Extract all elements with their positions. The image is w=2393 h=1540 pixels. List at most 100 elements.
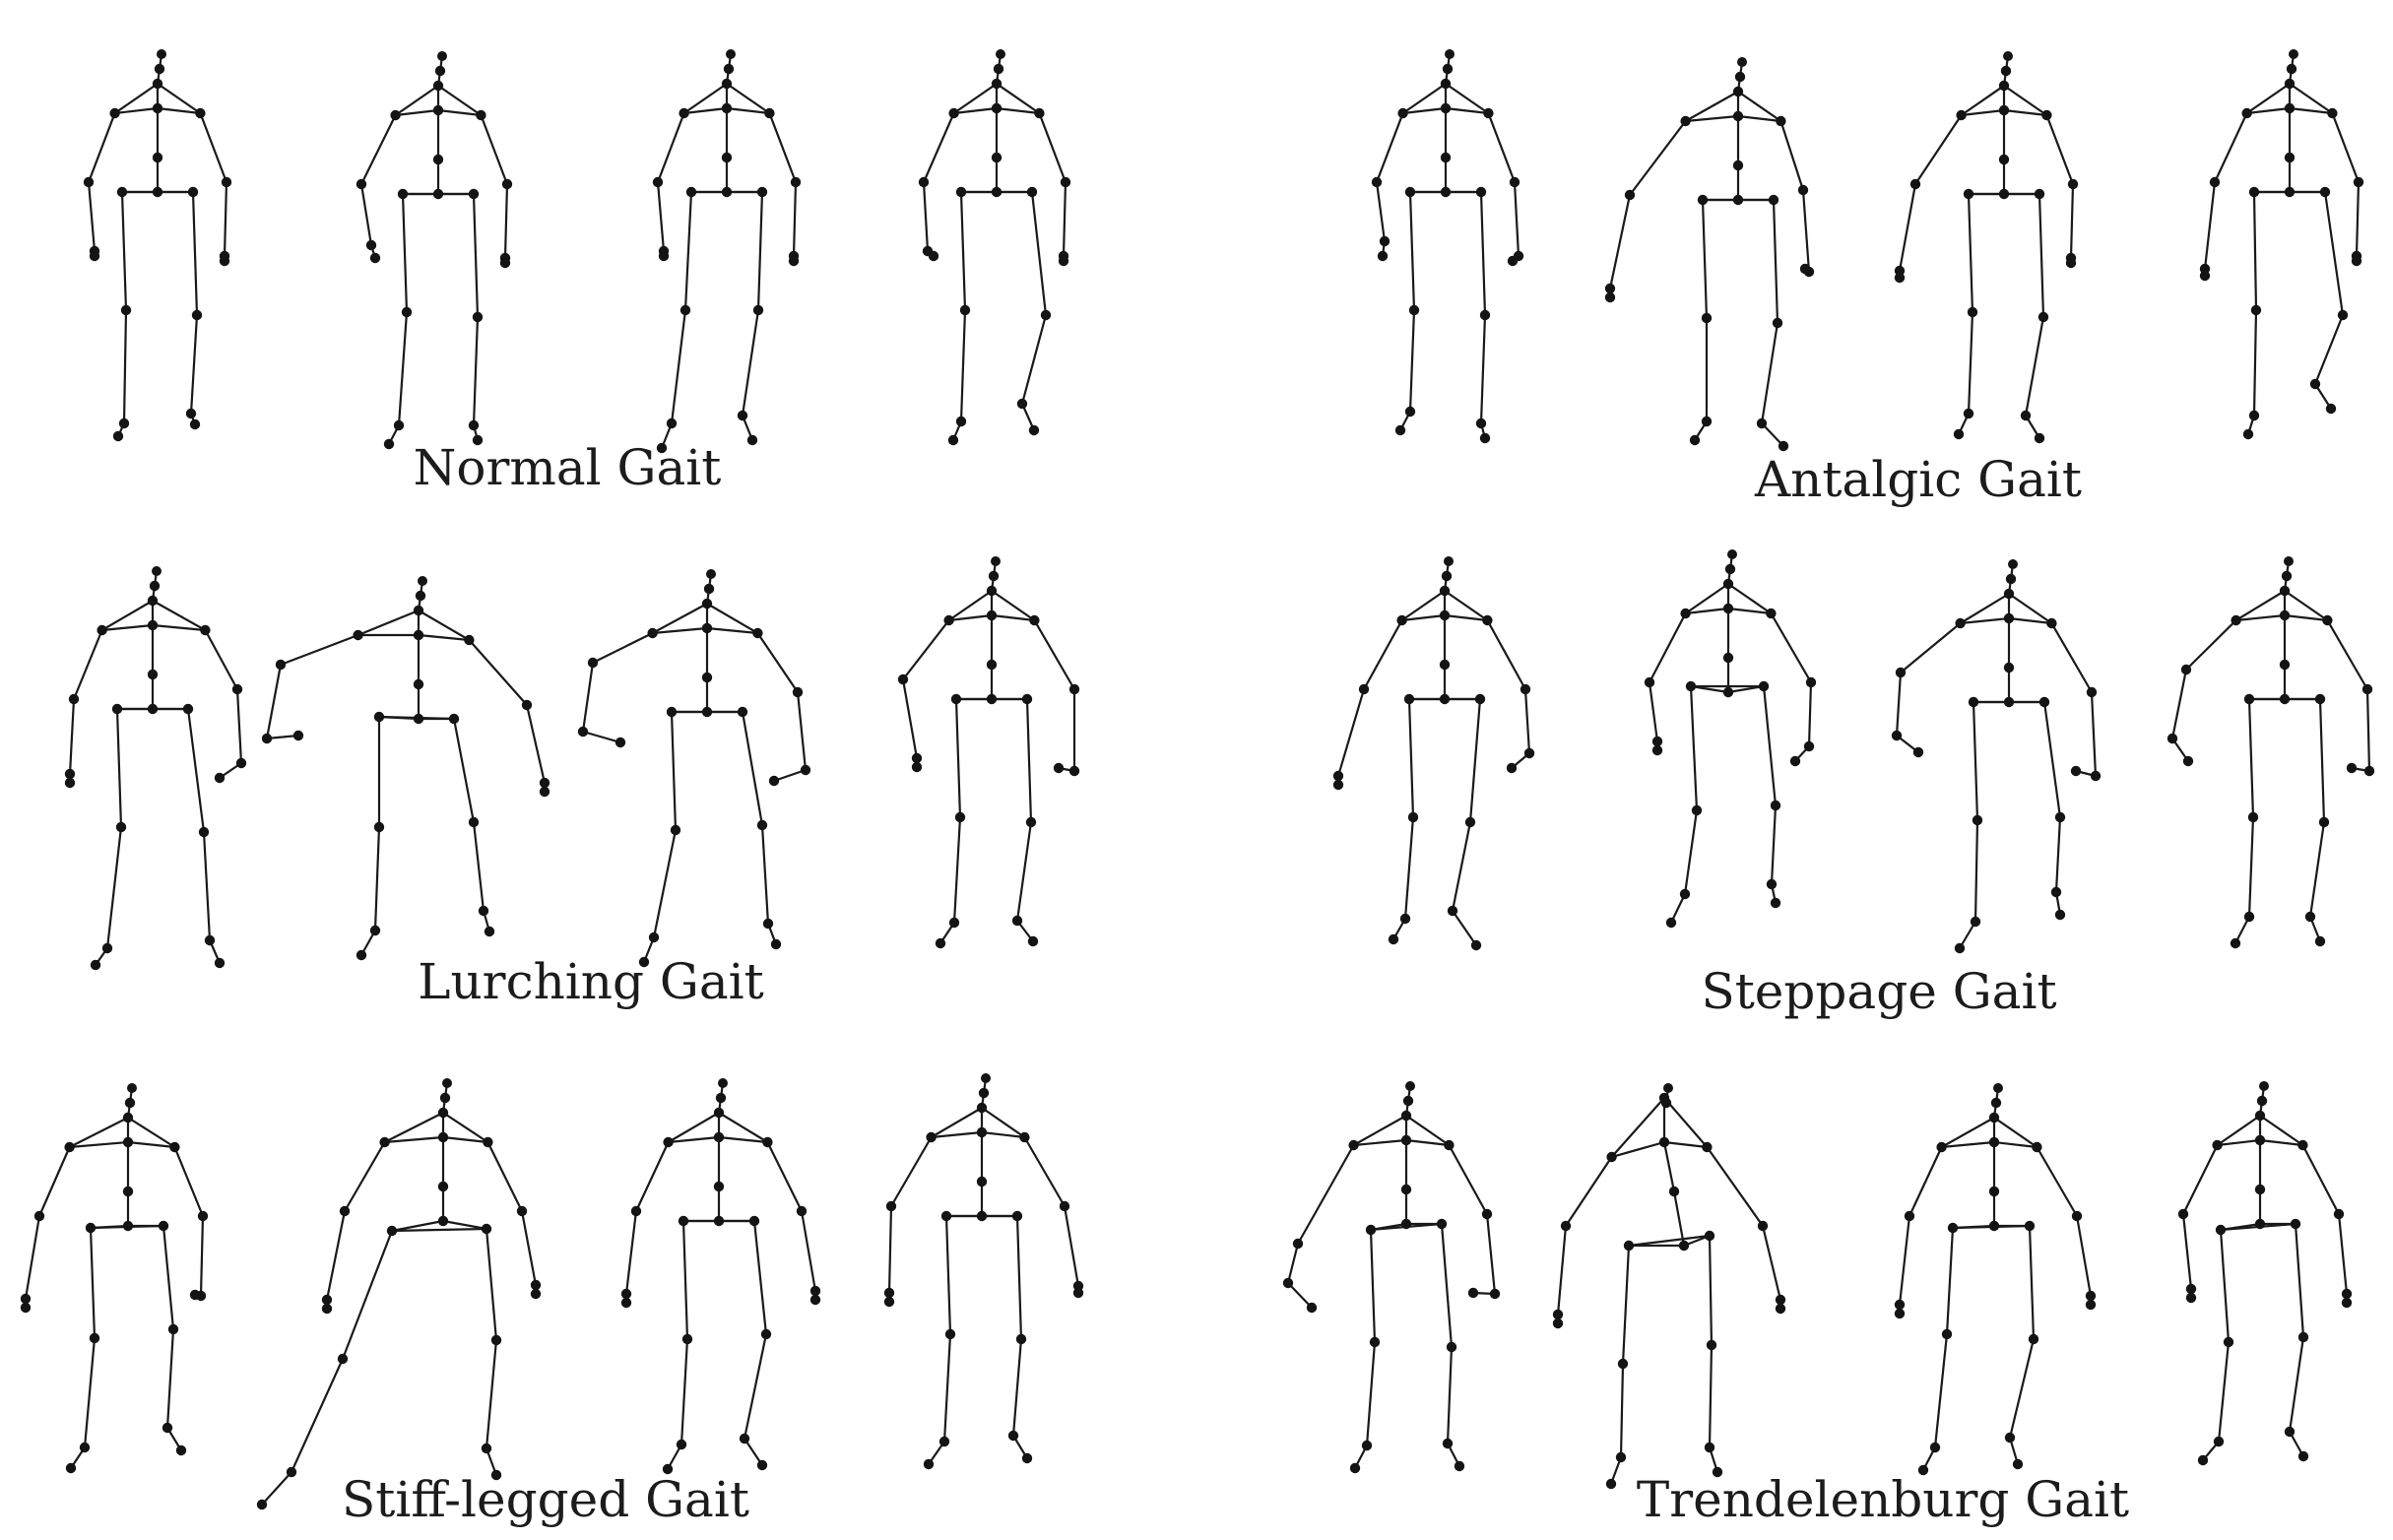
joint — [2346, 762, 2358, 774]
bone — [24, 1214, 41, 1301]
bone — [1762, 684, 1778, 807]
joint — [256, 1499, 268, 1510]
joint — [379, 1136, 390, 1148]
skeleton-pose-10 — [261, 576, 550, 961]
joint — [948, 917, 960, 929]
joint — [1775, 1294, 1786, 1306]
joint — [490, 1334, 502, 1346]
bone — [151, 623, 207, 632]
joint — [448, 713, 460, 725]
bone — [1336, 687, 1366, 778]
joint — [439, 1092, 451, 1104]
bone — [1062, 180, 1067, 258]
joint — [437, 1215, 449, 1227]
joint — [1722, 686, 1734, 698]
bone — [1608, 193, 1632, 290]
joint — [292, 730, 304, 741]
bone — [485, 1338, 498, 1450]
joint — [2054, 909, 2066, 921]
joint — [976, 1102, 988, 1114]
joint — [1988, 1112, 2000, 1123]
joint — [437, 1181, 449, 1192]
bone — [1960, 108, 2006, 117]
joint — [991, 78, 1002, 90]
joint — [468, 188, 480, 200]
joint — [746, 434, 758, 446]
bone — [2181, 1212, 2193, 1291]
bone — [1973, 818, 1979, 924]
joint — [1651, 744, 1663, 756]
bone — [1400, 589, 1447, 622]
joint — [2000, 65, 2012, 77]
bone — [1063, 1204, 1080, 1288]
joint — [1998, 188, 2010, 200]
joint — [706, 569, 716, 579]
joint — [468, 816, 480, 828]
joint — [1402, 1095, 1414, 1107]
joint — [955, 186, 967, 198]
bone — [1940, 1140, 1996, 1149]
joint — [64, 1141, 75, 1153]
joint — [2034, 188, 2045, 200]
joint — [1680, 608, 1691, 619]
bone — [772, 768, 808, 783]
bone — [1662, 1140, 1676, 1193]
joint — [219, 255, 230, 267]
joint — [1377, 250, 1389, 262]
bone — [472, 192, 480, 319]
joint — [718, 1078, 728, 1088]
joint — [2351, 255, 2362, 267]
bone — [100, 623, 155, 632]
bone — [1662, 1096, 1709, 1149]
joint — [883, 1296, 895, 1308]
joint — [2322, 614, 2333, 626]
joint — [935, 937, 946, 949]
joint — [1439, 610, 1451, 621]
joint — [923, 1458, 935, 1470]
bone — [1619, 1362, 1625, 1459]
joint — [2041, 109, 2052, 121]
joint — [1439, 693, 1451, 705]
joint — [2254, 1218, 2266, 1230]
skeleton-pose-19 — [620, 1078, 821, 1475]
bone — [1760, 421, 1785, 448]
joint — [390, 109, 401, 121]
joint — [1397, 107, 1408, 119]
bone — [2337, 1212, 2349, 1296]
bone — [651, 626, 709, 635]
joint — [662, 1463, 674, 1475]
bone — [1940, 1116, 1996, 1149]
bone — [173, 1145, 205, 1218]
joint — [1805, 676, 1817, 688]
bone — [1023, 1135, 1067, 1208]
bone — [717, 1111, 769, 1144]
joint — [1644, 676, 1655, 688]
bone — [113, 106, 160, 115]
joint — [2289, 49, 2298, 59]
bone — [743, 1332, 768, 1441]
joint — [1011, 1210, 1023, 1222]
joint — [1895, 667, 1907, 678]
bone — [1401, 106, 1448, 115]
joint — [1768, 194, 1779, 206]
bone — [2283, 613, 2329, 622]
joint — [1909, 178, 1921, 190]
joint — [397, 188, 409, 200]
joint — [353, 629, 363, 641]
bone — [980, 1130, 1026, 1139]
joint — [1970, 916, 1981, 928]
joint — [986, 610, 998, 621]
bone — [1352, 1114, 1408, 1147]
bone — [486, 1140, 524, 1213]
bone — [1898, 1214, 1911, 1307]
joint — [1894, 1299, 1906, 1311]
bone — [990, 613, 1036, 622]
joint — [737, 410, 748, 421]
joint — [620, 1288, 632, 1300]
bone — [1933, 1332, 1949, 1449]
joint — [481, 1443, 492, 1454]
joint — [1758, 680, 1770, 692]
bone — [1451, 820, 1472, 913]
bone — [441, 1219, 488, 1231]
bone — [68, 1116, 130, 1149]
